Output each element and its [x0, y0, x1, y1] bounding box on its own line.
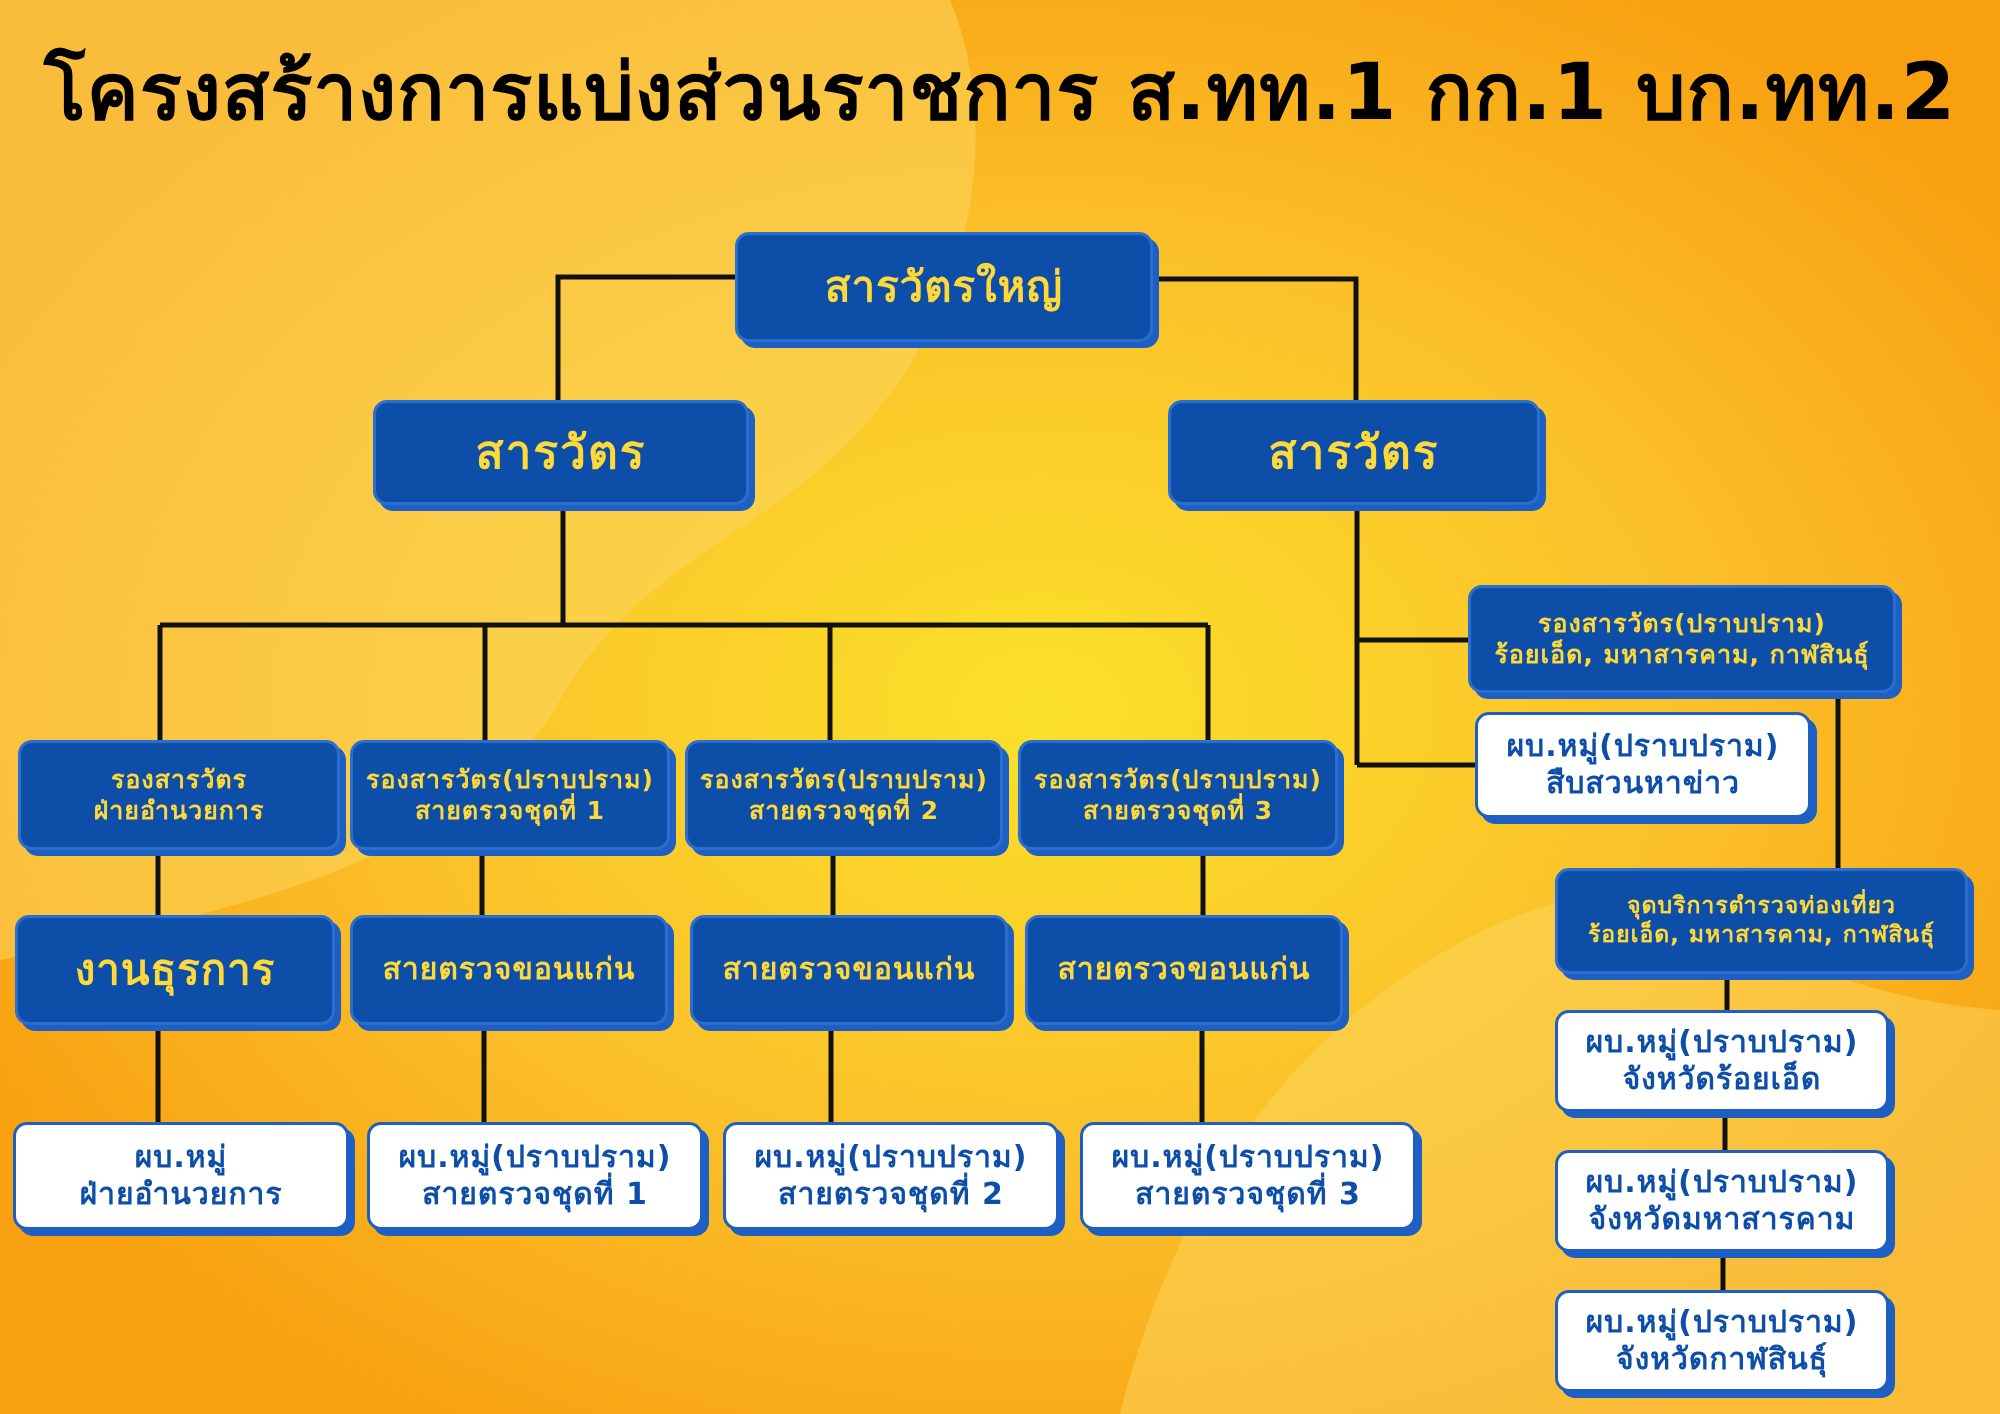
- squad-leader-kalasin-box: ผบ.หมู่(ปราบปราม) จังหวัดกาฬสินธุ์: [1555, 1290, 1889, 1392]
- deputy-right-line2: ร้อยเอ็ด, มหาสารคาม, กาฬสินธุ์: [1494, 640, 1870, 669]
- squad-leader-intel-line2: สืบสวนหาข่าว: [1546, 766, 1740, 801]
- patrol-unit-3-label: สายตรวจขอนแก่น: [1057, 952, 1311, 988]
- deputy-patrol-1-line2: สายตรวจชุดที่ 1: [414, 796, 606, 825]
- squad-leader-patrol-3-line1: ผบ.หมู่(ปราบปราม): [1111, 1139, 1385, 1175]
- squad-leader-maha-sarakham-box: ผบ.หมู่(ปราบปราม) จังหวัดมหาสารคาม: [1555, 1150, 1889, 1252]
- squad-leader-patrol-1-box: ผบ.หมู่(ปราบปราม) สายตรวจชุดที่ 1: [367, 1122, 703, 1230]
- deputy-admin-line2: ฝ่ายอำนวยการ: [93, 796, 265, 825]
- deputy-right-box: รองสารวัตร(ปราบปราม) ร้อยเอ็ด, มหาสารคาม…: [1468, 585, 1896, 693]
- page-title: โครงสร้างการแบ่งส่วนราชการ ส.ทท.1 กก.1 บ…: [43, 48, 1957, 138]
- squad-leader-patrol-1-line2: สายตรวจชุดที่ 1: [422, 1177, 648, 1212]
- patrol-unit-2-box: สายตรวจขอนแก่น: [690, 915, 1008, 1025]
- tourist-police-point-box: จุดบริการตำรวจท่องเที่ยว ร้อยเอ็ด, มหาสา…: [1555, 868, 1968, 974]
- tourist-police-point-line2: ร้อยเอ็ด, มหาสารคาม, กาฬสินธุ์: [1587, 922, 1936, 948]
- squad-leader-maha-sarakham-line1: ผบ.หมู่(ปราบปราม): [1585, 1164, 1859, 1200]
- deputy-patrol-1-line1: รองสารวัตร(ปราบปราม): [366, 764, 654, 794]
- deputy-right-line1: รองสารวัตร(ปราบปราม): [1538, 608, 1826, 638]
- patrol-unit-1-box: สายตรวจขอนแก่น: [350, 915, 668, 1025]
- deputy-patrol-2-line2: สายตรวจชุดที่ 2: [748, 796, 940, 825]
- squad-leader-patrol-3-box: ผบ.หมู่(ปราบปราม) สายตรวจชุดที่ 3: [1080, 1122, 1416, 1230]
- patrol-unit-1-label: สายตรวจขอนแก่น: [382, 952, 636, 988]
- squad-leader-roi-et-line2: จังหวัดร้อยเอ็ด: [1622, 1062, 1822, 1097]
- chief-inspector-label: สารวัตรใหญ่: [824, 261, 1064, 311]
- squad-leader-patrol-2-line2: สายตรวจชุดที่ 2: [778, 1177, 1004, 1212]
- deputy-admin-line1: รองสารวัตร: [110, 764, 248, 794]
- patrol-unit-3-box: สายตรวจขอนแก่น: [1025, 915, 1343, 1025]
- deputy-patrol-1-box: รองสารวัตร(ปราบปราม) สายตรวจชุดที่ 1: [350, 740, 670, 850]
- deputy-patrol-3-box: รองสารวัตร(ปราบปราม) สายตรวจชุดที่ 3: [1018, 740, 1338, 850]
- inspector-left-label: สารวัตร: [475, 424, 647, 479]
- squad-leader-kalasin-line2: จังหวัดกาฬสินธุ์: [1616, 1342, 1828, 1377]
- squad-leader-roi-et-line1: ผบ.หมู่(ปราบปราม): [1585, 1024, 1859, 1060]
- squad-leader-patrol-2-line1: ผบ.หมู่(ปราบปราม): [754, 1139, 1028, 1175]
- squad-leader-intel-box: ผบ.หมู่(ปราบปราม) สืบสวนหาข่าว: [1475, 712, 1811, 818]
- squad-leader-intel-line1: ผบ.หมู่(ปราบปราม): [1506, 728, 1780, 764]
- inspector-right-label: สารวัตร: [1268, 424, 1440, 479]
- deputy-admin-box: รองสารวัตร ฝ่ายอำนวยการ: [18, 740, 340, 850]
- squad-leader-admin-line2: ฝ่ายอำนวยการ: [79, 1177, 283, 1212]
- squad-leader-patrol-3-line2: สายตรวจชุดที่ 3: [1135, 1177, 1361, 1212]
- admin-unit-box: งานธุรการ: [15, 915, 335, 1025]
- tourist-police-point-line1: จุดบริการตำรวจท่องเที่ยว: [1627, 893, 1896, 920]
- squad-leader-kalasin-line1: ผบ.หมู่(ปราบปราม): [1585, 1304, 1859, 1340]
- patrol-unit-2-label: สายตรวจขอนแก่น: [722, 952, 976, 988]
- squad-leader-patrol-1-line1: ผบ.หมู่(ปราบปราม): [398, 1139, 672, 1175]
- deputy-patrol-2-line1: รองสารวัตร(ปราบปราม): [700, 764, 988, 794]
- squad-leader-roi-et-box: ผบ.หมู่(ปราบปราม) จังหวัดร้อยเอ็ด: [1555, 1010, 1889, 1112]
- inspector-left-box: สารวัตร: [373, 400, 749, 505]
- squad-leader-admin-box: ผบ.หมู่ ฝ่ายอำนวยการ: [13, 1122, 349, 1230]
- inspector-right-box: สารวัตร: [1168, 400, 1540, 505]
- chief-inspector-box: สารวัตรใหญ่: [735, 232, 1153, 342]
- deputy-patrol-2-box: รองสารวัตร(ปราบปราม) สายตรวจชุดที่ 2: [685, 740, 1003, 850]
- deputy-patrol-3-line2: สายตรวจชุดที่ 3: [1082, 796, 1274, 825]
- deputy-patrol-3-line1: รองสารวัตร(ปราบปราม): [1034, 764, 1322, 794]
- admin-unit-label: งานธุรการ: [74, 944, 276, 994]
- squad-leader-maha-sarakham-line2: จังหวัดมหาสารคาม: [1588, 1202, 1856, 1237]
- squad-leader-admin-line1: ผบ.หมู่: [134, 1139, 228, 1175]
- squad-leader-patrol-2-box: ผบ.หมู่(ปราบปราม) สายตรวจชุดที่ 2: [723, 1122, 1059, 1230]
